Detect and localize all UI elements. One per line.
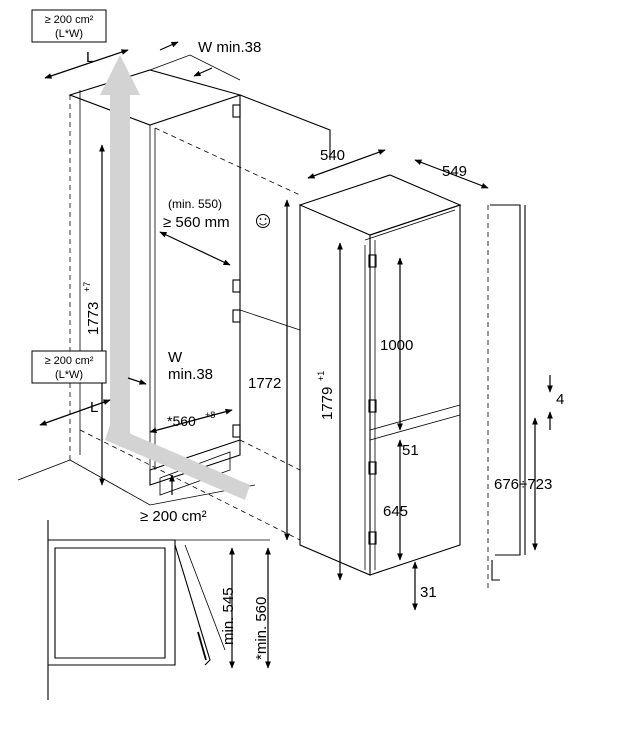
door-side-profile xyxy=(487,204,526,590)
dim-51-label: 51 xyxy=(402,442,419,459)
W-mid-label: W xyxy=(168,349,183,366)
vent-top-line2: (L*W) xyxy=(55,28,83,40)
min550-label: (min. 550) xyxy=(168,197,222,211)
L-top-label: L xyxy=(86,49,94,66)
vent-floor-label: ≥ 200 cm² xyxy=(140,508,207,525)
dimension-lines xyxy=(39,41,553,669)
airflow-arrow-icon xyxy=(100,55,250,500)
vent-bot-line2: (L*W) xyxy=(55,369,83,381)
L-bot-label: L xyxy=(90,399,98,416)
dim-31-label: 31 xyxy=(420,584,437,601)
depth-549-label: 549 xyxy=(442,163,467,180)
height-1779-sup: +1 xyxy=(316,371,326,381)
cross-section-detail xyxy=(47,520,270,700)
smiley-icon xyxy=(256,214,270,228)
vent-top-line1: ≥ 200 cm² xyxy=(45,14,94,26)
dim-645-label: 645 xyxy=(383,503,408,520)
W-top-label: W min.38 xyxy=(198,39,261,56)
height-1773-label: 1773 xyxy=(85,302,102,335)
depth-540-label: 540 xyxy=(320,147,345,164)
min560-side-label: *min. 560 xyxy=(253,597,270,660)
height-1779-label: 1779 xyxy=(319,387,336,420)
min545-label: min. 545 xyxy=(220,587,237,645)
vent-top-label: ≥ 200 cm² (L*W) xyxy=(31,9,107,43)
dim-4-label: 4 xyxy=(556,391,564,408)
width-560-sup: +8 xyxy=(205,410,215,420)
min38-mid-label: min.38 xyxy=(168,366,213,383)
dim-1000-label: 1000 xyxy=(380,337,413,354)
vent-bot-line1: ≥ 200 cm² xyxy=(45,355,94,367)
width-560-label: *560 xyxy=(167,413,196,429)
dim-676-723-label: 676÷723 xyxy=(494,476,552,493)
min560-label: ≥ 560 mm xyxy=(163,214,230,231)
height-1773-sup: +7 xyxy=(82,282,92,292)
height-1772-label: 1772 xyxy=(248,375,281,392)
vent-bot-label: ≥ 200 cm² (L*W) xyxy=(31,350,107,384)
fridge-unit xyxy=(298,174,462,576)
